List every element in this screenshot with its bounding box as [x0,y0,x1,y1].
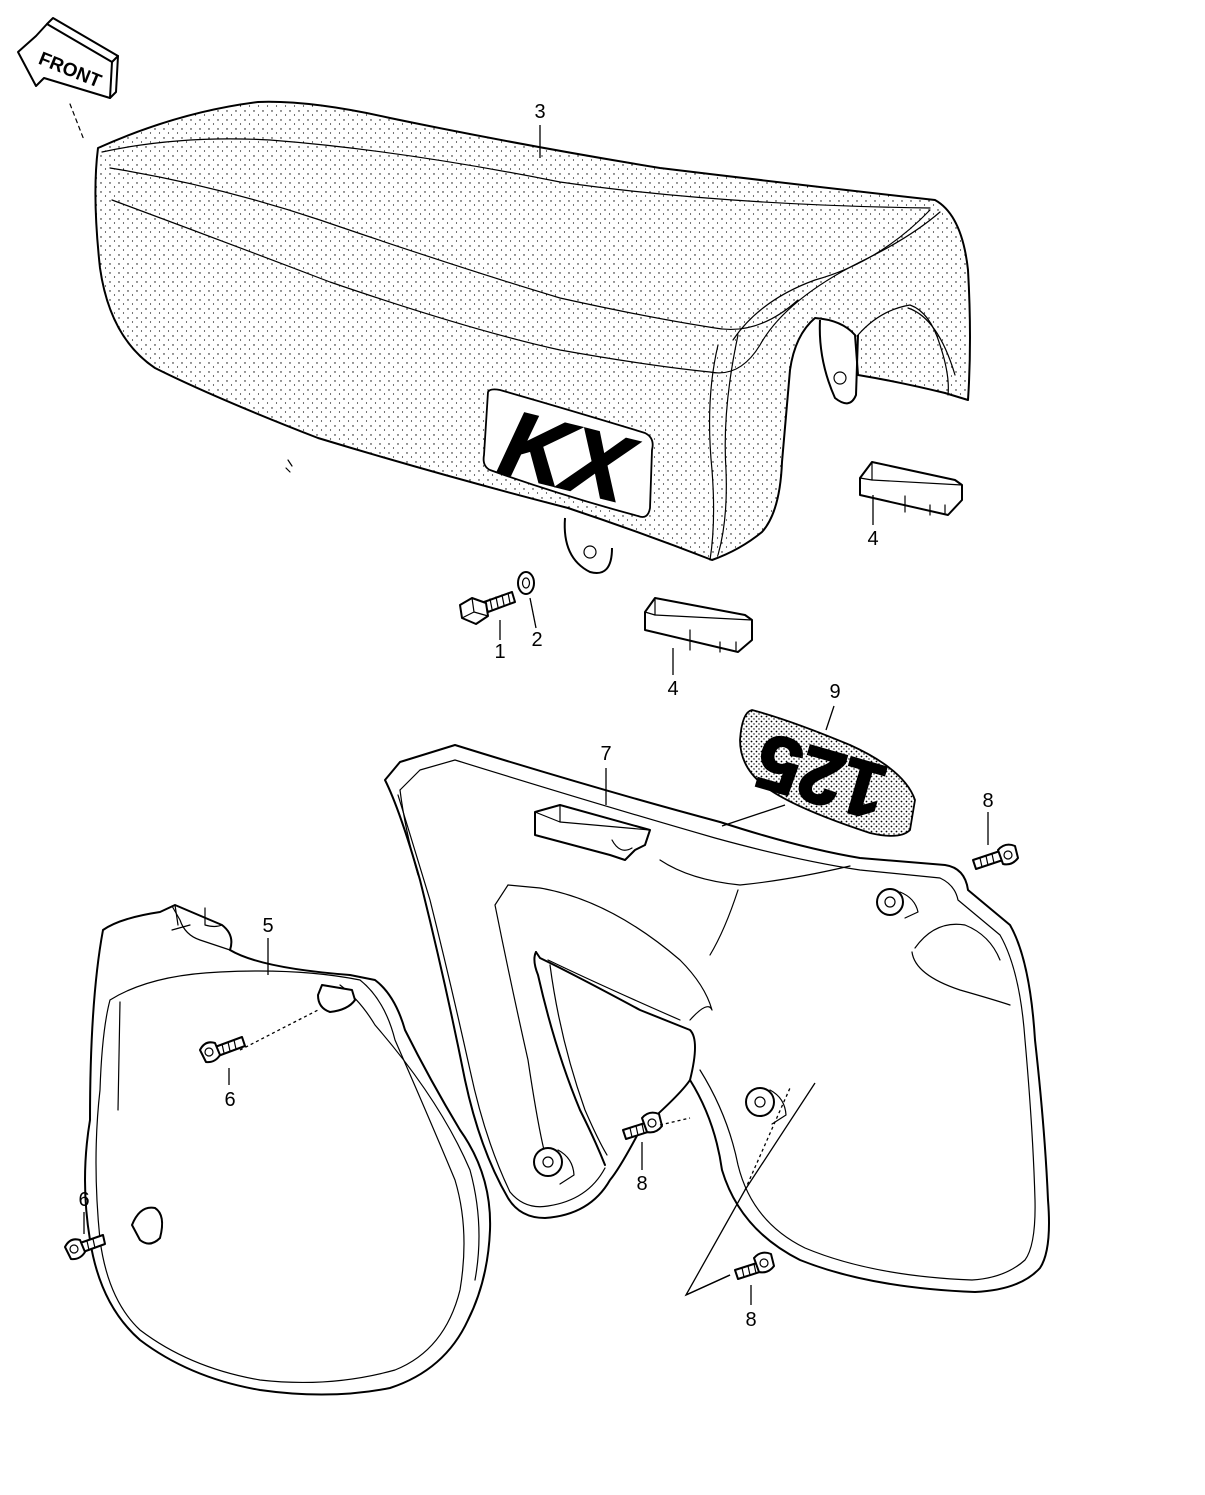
callout-seat: 3 [534,101,545,123]
callout-seat-bolt: 1 [494,641,505,663]
callout-right-cover-screw-middle: 8 [636,1173,647,1195]
callout-left-cover-screw-lower: 6 [78,1189,89,1211]
seat-bumper-right [859,461,963,516]
leader-lines [83,125,989,1305]
callout-seat-washer: 2 [531,629,542,651]
emblem-text: 125 [746,716,895,836]
left-cover-screw-lower [64,1234,106,1261]
callout-right-side-cover: 7 [600,743,611,765]
stray-mark [285,459,293,473]
seat-bumper-left [644,597,753,653]
emblem-125: 125 [739,709,916,838]
callout-seat-bumper-left: 4 [667,678,678,700]
callout-left-cover-screw-upper: 6 [224,1089,235,1111]
right-cover-screw-middle [622,1111,663,1140]
left-cover-screw-upper [199,1036,246,1064]
left-side-cover [84,904,492,1396]
seat [94,100,971,574]
seat-bolt [459,591,516,625]
seat-washer [517,571,535,595]
front-arrow: FRONT [17,17,119,141]
right-side-cover [384,744,1050,1293]
callout-seat-bumper-right: 4 [867,528,878,550]
callout-emblem: 9 [829,681,840,703]
callout-right-cover-screw-bottom: 8 [745,1309,756,1331]
callout-emblem-screw: 8 [982,790,993,812]
emblem-screw [972,843,1019,870]
callout-left-side-cover: 5 [262,915,273,937]
right-cover-screw-bottom [734,1251,775,1280]
